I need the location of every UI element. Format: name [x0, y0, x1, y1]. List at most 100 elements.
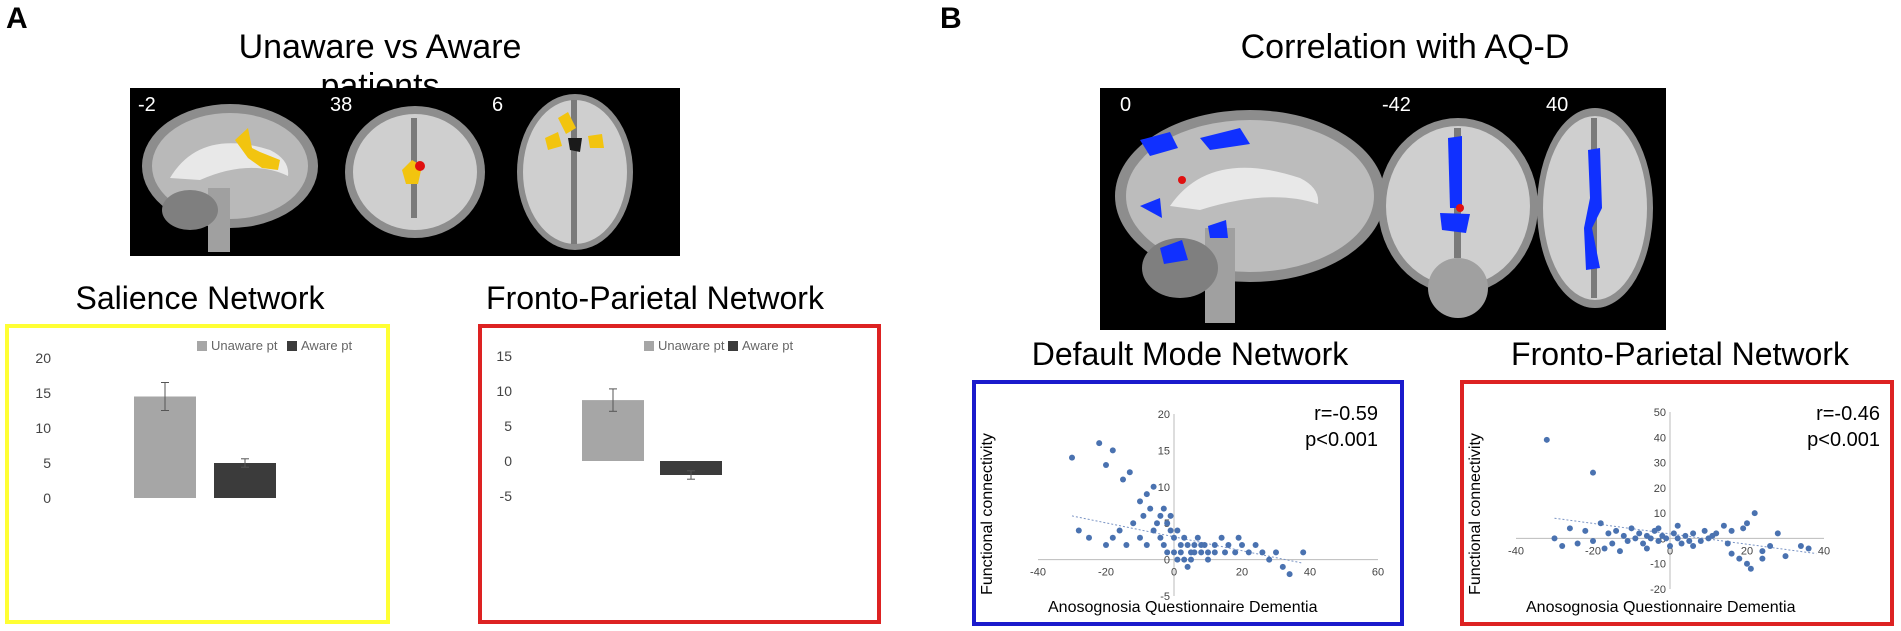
- legend-label-0: Unaware pt: [658, 338, 725, 353]
- scatter-point: [1167, 527, 1174, 534]
- x-tick-label: 0: [1667, 545, 1673, 557]
- scatter-point: [1543, 436, 1550, 443]
- y-tick-label: 15: [1158, 445, 1170, 457]
- scatter-point: [1782, 553, 1789, 560]
- scatter-point: [1797, 543, 1804, 550]
- scatter-point: [1181, 556, 1188, 563]
- r-annotation: r=-0.59: [1314, 403, 1378, 425]
- scatter-point: [1126, 469, 1133, 476]
- scatter-point: [1574, 540, 1581, 547]
- scatter-point: [1690, 530, 1697, 537]
- scatter-point: [1174, 556, 1181, 563]
- x-tick-label: 20: [1741, 545, 1753, 557]
- bar-1: [214, 463, 276, 498]
- scatter-point: [1682, 532, 1689, 539]
- scatter-point: [1075, 527, 1082, 534]
- scatter-point: [1205, 549, 1211, 556]
- scatter-point: [1150, 527, 1157, 534]
- scatter-point: [1674, 535, 1681, 542]
- scatter-point: [1160, 505, 1167, 512]
- y-tick-label: 0: [43, 490, 51, 506]
- y-tick-label: 5: [43, 455, 51, 471]
- scatter-point: [1609, 540, 1616, 547]
- scatter-point: [1123, 542, 1130, 549]
- scatter-point: [1211, 549, 1218, 556]
- legend-label-1: Aware pt: [742, 338, 793, 353]
- scatter-point: [1740, 525, 1747, 532]
- scatter-point: [1137, 498, 1143, 505]
- y-tick-label: 15: [35, 385, 51, 401]
- scatter-point: [1171, 549, 1177, 556]
- scatter-point: [1140, 512, 1147, 519]
- scatter-point: [1232, 549, 1239, 556]
- scatter-point: [1069, 454, 1075, 461]
- panel-letter-b: B: [940, 2, 962, 35]
- x-axis-label: Anosognosia Questionnaire Dementia: [1526, 599, 1796, 616]
- scatter-point: [1697, 537, 1704, 544]
- x-axis-label: Anosognosia Questionnaire Dementia: [1048, 599, 1318, 616]
- y-tick-label: 10: [1654, 508, 1666, 520]
- scatter-point: [1605, 530, 1612, 537]
- slice-label-a-3: 6: [492, 94, 504, 116]
- scatter-point: [1744, 560, 1750, 567]
- scatter-point: [1643, 545, 1650, 552]
- y-tick-label: 10: [496, 383, 512, 399]
- scatter-point: [1086, 534, 1092, 541]
- scatter-point: [1613, 527, 1620, 534]
- panel-letter-a: A: [6, 2, 28, 35]
- chart-3-frame: -40-20020406020151050-5r=-0.59p<0.001Ano…: [972, 380, 1404, 626]
- y-tick-label: 20: [1158, 409, 1170, 421]
- scatter-point: [1154, 520, 1160, 527]
- scatter-point: [1181, 534, 1188, 541]
- scatter-point: [1109, 534, 1116, 541]
- scatter-point: [1096, 440, 1103, 447]
- scatter-point: [1147, 505, 1154, 512]
- scatter-point: [1150, 483, 1157, 490]
- scatter-point: [1143, 542, 1150, 549]
- y-axis-label: Functional connectivity: [979, 433, 996, 595]
- scatter-point: [1198, 549, 1205, 556]
- y-tick-label: 10: [1158, 482, 1170, 494]
- scatter-point: [1728, 527, 1735, 534]
- default-mode-scatter-chart: -40-20020406020151050-5r=-0.59p<0.001Ano…: [979, 403, 1384, 616]
- scatter-point: [1286, 571, 1293, 578]
- scatter-point: [1632, 535, 1639, 542]
- scatter-point: [1300, 549, 1307, 556]
- scatter-point: [1137, 534, 1143, 541]
- y-tick-label: 40: [1654, 432, 1666, 444]
- y-tick-label: 30: [1654, 458, 1666, 470]
- legend-swatch-0: [197, 341, 207, 351]
- chart-2-title: Fronto-Parietal Network: [486, 280, 824, 316]
- scatter-point: [1245, 549, 1252, 556]
- scatter-point: [1205, 556, 1211, 563]
- slice-label-b-2: -42: [1382, 94, 1411, 116]
- y-tick-label: 0: [1164, 555, 1170, 567]
- scatter-point: [1709, 532, 1716, 539]
- scatter-point: [1620, 532, 1627, 539]
- scatter-point: [1805, 545, 1812, 552]
- scatter-point: [1720, 522, 1727, 529]
- brain-slices-b-graphic: [1115, 108, 1653, 323]
- scatter-point: [1143, 491, 1150, 498]
- scatter-point: [1686, 537, 1693, 544]
- y-tick-label: 20: [1654, 483, 1666, 495]
- r-annotation: r=-0.46: [1816, 403, 1880, 425]
- scatter-point: [1624, 537, 1631, 544]
- x-tick-label: -20: [1585, 545, 1601, 557]
- y-axis-label: Functional connectivity: [1467, 433, 1484, 595]
- bar-0: [134, 396, 196, 498]
- scatter-point: [1120, 476, 1126, 483]
- scatter-point: [1759, 548, 1766, 555]
- scatter-point: [1759, 555, 1766, 562]
- scatter-point: [1103, 542, 1109, 549]
- y-tick-label: -5: [500, 488, 513, 504]
- x-tick-label: 0: [1171, 567, 1177, 579]
- scatter-point: [1647, 535, 1654, 542]
- scatter-point: [1177, 542, 1184, 549]
- scatter-point: [1177, 549, 1184, 556]
- scatter-point: [1235, 534, 1242, 541]
- scatter-point: [1188, 556, 1194, 563]
